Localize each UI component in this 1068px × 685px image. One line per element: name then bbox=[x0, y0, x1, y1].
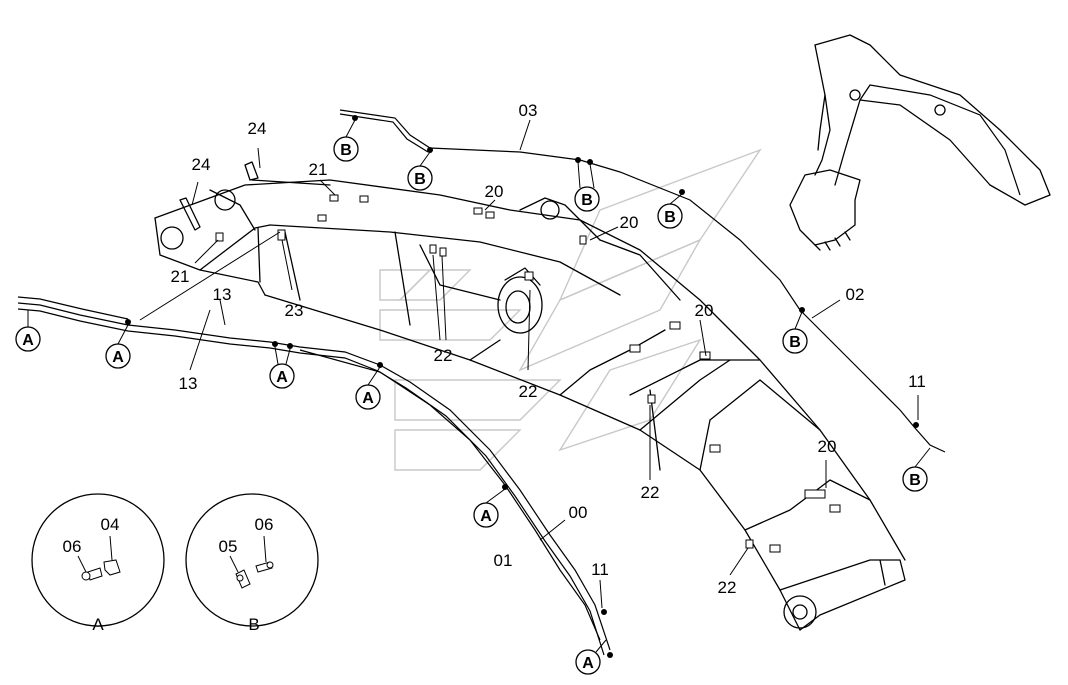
label-20: 20 bbox=[620, 213, 639, 232]
callout-a: A bbox=[276, 369, 288, 386]
callout-connectors bbox=[27, 119, 931, 653]
callout-a: A bbox=[480, 508, 492, 525]
label-24: 24 bbox=[248, 119, 267, 138]
label-20: 20 bbox=[485, 182, 504, 201]
excavator-inset bbox=[789, 34, 1051, 251]
detail-b-title: B bbox=[248, 615, 259, 634]
detail-a-label-04: 04 bbox=[101, 515, 120, 534]
callout-b: B bbox=[414, 171, 426, 188]
detail-a-title: A bbox=[92, 615, 104, 634]
callout-a: A bbox=[22, 332, 34, 349]
callout-b: B bbox=[664, 209, 676, 226]
label-02: 02 bbox=[846, 285, 865, 304]
detail-b-label-06: 06 bbox=[255, 515, 274, 534]
label-20: 20 bbox=[818, 437, 837, 456]
bracket-24 bbox=[179, 161, 331, 231]
label-13: 13 bbox=[179, 374, 198, 393]
pipe-03 bbox=[339, 109, 946, 453]
pipe-13 bbox=[17, 296, 611, 656]
label-22: 22 bbox=[434, 346, 453, 365]
label-03: 03 bbox=[519, 101, 538, 120]
detail-a: A 06 04 bbox=[31, 493, 165, 634]
leader-lines bbox=[139, 119, 919, 609]
label-13: 13 bbox=[213, 285, 232, 304]
label-20: 20 bbox=[695, 301, 714, 320]
callout-a: A bbox=[112, 349, 124, 366]
label-22: 22 bbox=[718, 578, 737, 597]
label-22: 22 bbox=[519, 382, 538, 401]
label-23: 23 bbox=[285, 301, 304, 320]
detail-b: B 05 06 bbox=[185, 493, 319, 634]
detail-b-label-05: 05 bbox=[219, 537, 238, 556]
callout-b: B bbox=[789, 334, 801, 351]
label-11: 11 bbox=[591, 560, 609, 579]
label-11: 11 bbox=[908, 372, 926, 391]
clamps bbox=[125, 115, 919, 658]
part-number-labels: 24 24 21 21 03 20 20 20 20 13 13 23 22 2… bbox=[171, 101, 926, 597]
label-21: 21 bbox=[309, 160, 328, 179]
callout-b: B bbox=[581, 192, 593, 209]
boom-structure bbox=[154, 179, 906, 631]
callout-b: B bbox=[340, 142, 352, 159]
label-22: 22 bbox=[641, 483, 660, 502]
label-24: 24 bbox=[192, 155, 211, 174]
callouts-a: A A A A A A bbox=[15, 326, 601, 675]
callout-b: B bbox=[909, 472, 921, 489]
callout-a: A bbox=[582, 655, 594, 672]
label-00: 00 bbox=[569, 503, 588, 522]
detail-a-label-06: 06 bbox=[63, 537, 82, 556]
callout-a: A bbox=[362, 390, 374, 407]
label-21: 21 bbox=[171, 267, 190, 286]
label-01: 01 bbox=[494, 551, 513, 570]
callouts-b: B B B B B B bbox=[333, 136, 928, 492]
